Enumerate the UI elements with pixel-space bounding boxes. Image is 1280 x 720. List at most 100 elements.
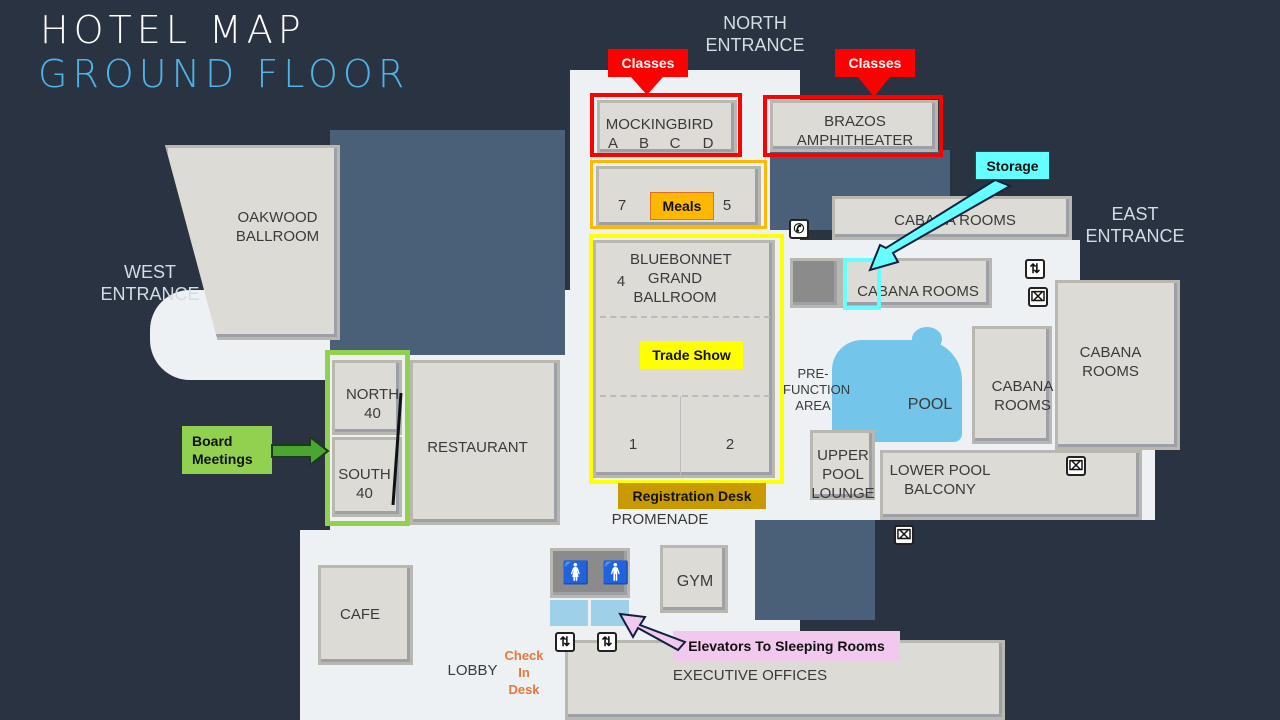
lower-pool-line1: LOWER POOL <box>889 462 991 479</box>
gym-label: GYM <box>676 573 714 590</box>
cabana-rooms-center[interactable] <box>972 326 1052 444</box>
cafe[interactable] <box>318 565 413 665</box>
mockingbird-section-d: D <box>702 135 714 152</box>
oakwood-ballroom-label: OAKWOOD BALLROOM <box>220 208 335 246</box>
oakwood-line2: BALLROOM <box>235 228 320 245</box>
north-40-label: NORTH 40 <box>345 385 400 423</box>
meals-tag: Meals <box>650 192 714 220</box>
south-40-label: SOUTH 40 <box>337 465 392 503</box>
north-40[interactable] <box>332 360 402 435</box>
elevator-lobby-right <box>591 600 629 626</box>
elevator-icon: ⇅ <box>1025 259 1045 279</box>
brazos-label: BRAZOS AMPHITHEATER <box>770 112 940 150</box>
mockingbird-room[interactable] <box>597 100 737 155</box>
restroom-men-icon: 🚹 <box>602 560 630 585</box>
south40-line1: SOUTH <box>338 466 391 483</box>
executive-offices-label: EXECUTIVE OFFICES <box>672 667 828 684</box>
lower-pool-balcony[interactable] <box>880 450 1142 520</box>
map-title: HOTEL MAP <box>40 8 306 52</box>
bluebonnet-line2: GRAND <box>647 270 703 287</box>
check-in-line2: In <box>518 665 530 680</box>
classes-arrow-right <box>858 77 890 97</box>
cafe-label: CAFE <box>339 606 380 623</box>
bluebonnet-line1: BLUEBONNET <box>630 251 732 268</box>
classes-tag-left: Classes <box>608 49 688 77</box>
check-in-line1: Check <box>504 648 544 663</box>
restroom-women-icon: 🚺 <box>562 560 590 585</box>
west-entrance-line2: ENTRANCE <box>100 284 200 304</box>
upper-pool-lounge-label: UPPER POOL LOUNGE <box>808 446 878 503</box>
stairs-icon: ⌧ <box>1028 287 1048 307</box>
mockingbird-section-a: A <box>607 135 618 152</box>
cabana-center-line2: ROOMS <box>994 397 1051 414</box>
lobby-label: LOBBY <box>447 662 498 679</box>
pool[interactable] <box>832 340 962 442</box>
cabana-rooms-top-label: CABANA ROOMS <box>894 212 1016 229</box>
brazos-amphitheater[interactable] <box>770 100 938 152</box>
upper-pool-line3: LOUNGE <box>811 485 875 502</box>
stairs-icon: ⌧ <box>1066 456 1086 476</box>
upper-pool-line1: UPPER <box>817 447 869 464</box>
upper-pool-lounge[interactable] <box>810 430 875 500</box>
storage-tag: Storage <box>975 151 1050 180</box>
west-entrance-line1: WEST <box>124 262 176 282</box>
mockingbird-section-c: C <box>669 135 681 152</box>
cabana-rooms-middle-label: CABANA ROOMS <box>857 283 979 300</box>
lower-pool-balcony-label: LOWER POOL BALCONY <box>885 461 995 499</box>
stairs-icon: ⌧ <box>894 525 914 545</box>
brazos-line2: AMPHITHEATER <box>796 132 914 149</box>
ballroom-divider-3 <box>680 396 681 476</box>
courtyard-gym <box>755 520 875 620</box>
courtyard-west <box>330 130 565 355</box>
oakwood-line1: OAKWOOD <box>237 209 318 226</box>
north-entrance-line2: ENTRANCE <box>705 35 805 55</box>
meals-highlight <box>590 160 767 229</box>
gym[interactable] <box>660 545 728 613</box>
restrooms-east[interactable] <box>790 258 840 308</box>
pool-label: POOL <box>907 396 953 413</box>
trade-show-highlight <box>589 234 784 484</box>
south40-line2: 40 <box>356 485 373 502</box>
room-4-label: 4 <box>616 273 626 290</box>
lower-pool-line2: BALCONY <box>904 481 976 498</box>
cabana-rooms-center-label: CABANA ROOMS <box>980 377 1065 415</box>
mockingbird-label: MOCKINGBIRD <box>605 116 714 133</box>
prefunction-line1: PRE- <box>797 366 829 381</box>
trade-show-tag: Trade Show <box>640 341 743 369</box>
north40-line1: NORTH <box>345 386 400 403</box>
phone-icon: ✆ <box>789 219 809 239</box>
cabana-center-line1: CABANA <box>991 378 1054 395</box>
board-meetings-highlight <box>325 350 410 526</box>
north-entrance-line1: NORTH <box>723 13 787 33</box>
cabana-rooms-right[interactable] <box>1055 280 1180 450</box>
prefunction-line2: FUNCTION <box>783 382 851 397</box>
room-5-label: 5 <box>722 197 732 214</box>
elevator-icon: ⇅ <box>555 632 575 652</box>
restrooms-lobby[interactable] <box>550 548 630 598</box>
board-meetings-line2: Meetings <box>192 451 253 467</box>
room-2-label: 2 <box>725 436 735 453</box>
upper-pool-line2: POOL <box>822 466 864 483</box>
board-meetings-line1: Board <box>192 433 233 449</box>
north40-line2: 40 <box>364 405 381 422</box>
restaurant[interactable] <box>410 360 560 525</box>
restaurant-label: RESTAURANT <box>427 439 528 456</box>
east-entrance-line2: ENTRANCE <box>1085 226 1185 246</box>
registration-desk-tag: Registration Desk <box>618 483 766 509</box>
brazos-line1: BRAZOS <box>824 113 886 130</box>
elevator-lobby-left <box>550 600 588 626</box>
classes-highlight-mockingbird <box>590 93 742 157</box>
classes-highlight-brazos <box>763 95 943 157</box>
classes-tag-right: Classes <box>835 49 915 77</box>
elevators-tag: Elevators To Sleeping Rooms <box>673 631 900 661</box>
cabana-right-line1: CABANA <box>1079 344 1142 361</box>
east-entrance-line1: EAST <box>1111 204 1159 224</box>
room-7-label: 7 <box>617 197 627 214</box>
ballroom-divider-1 <box>600 316 770 318</box>
